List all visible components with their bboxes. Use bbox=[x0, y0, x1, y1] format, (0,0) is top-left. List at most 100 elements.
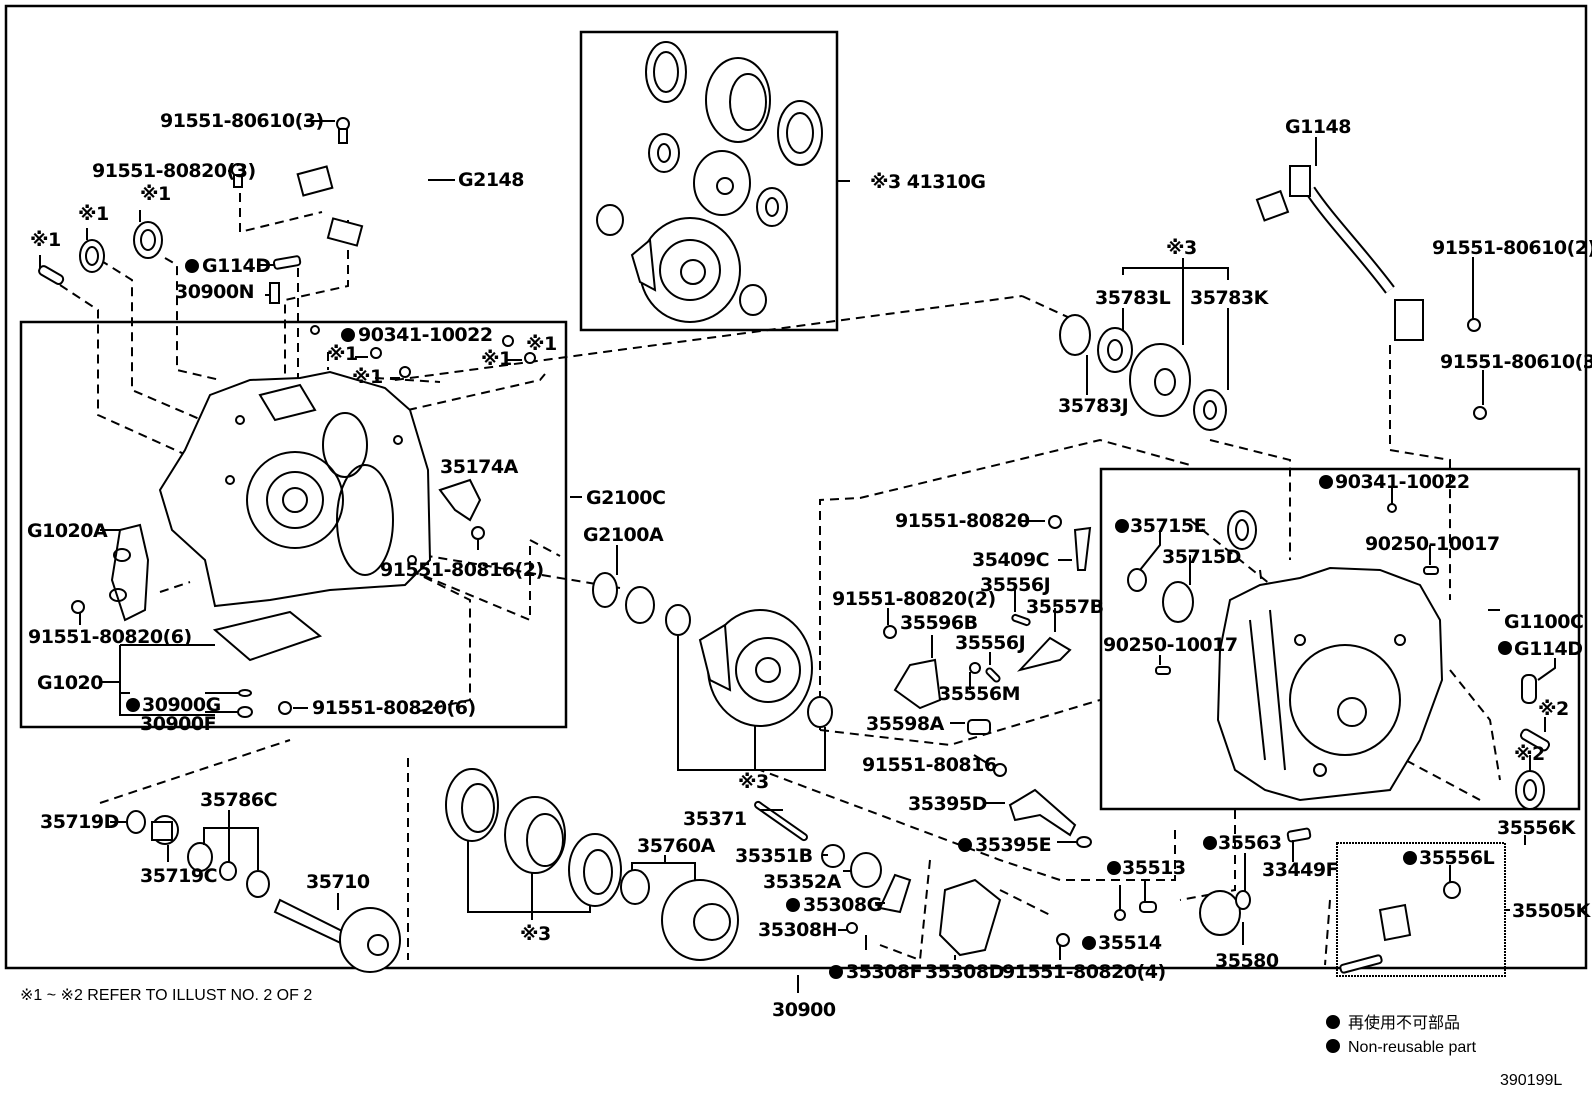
label-35395e: 35395E bbox=[975, 834, 1051, 856]
plug-icon bbox=[1155, 666, 1171, 675]
bracket-35174a-icon bbox=[438, 478, 482, 522]
ring-gear-bearing-icon bbox=[705, 57, 771, 143]
label-35715e: 35715E bbox=[1130, 515, 1206, 537]
label-35174a: 35174A bbox=[440, 456, 519, 478]
bolt-icon bbox=[231, 163, 245, 188]
label-35308g: 35308G bbox=[803, 894, 882, 916]
transaxle-case-icon bbox=[1216, 566, 1444, 802]
label-91551-80820-6-b: 91551-80820(6) bbox=[312, 697, 476, 719]
pin-icon bbox=[985, 667, 1001, 683]
label-90341-10022-left: 90341-10022 bbox=[358, 324, 493, 346]
bolt-icon bbox=[883, 625, 897, 639]
label-35760a: 35760A bbox=[637, 835, 716, 857]
label-35710: 35710 bbox=[306, 871, 370, 893]
outer-frame bbox=[4, 4, 1588, 970]
fork-icon bbox=[1016, 636, 1072, 672]
shim-ring-icon bbox=[592, 572, 618, 608]
bearing-icon bbox=[807, 696, 833, 728]
label-33449f: 33449F bbox=[1262, 859, 1338, 881]
small-plug-icon bbox=[1387, 503, 1397, 513]
label-g2100a: G2100A bbox=[583, 524, 664, 546]
differential-case-icon bbox=[698, 609, 813, 727]
label-g1020: G1020 bbox=[37, 672, 103, 694]
label-35563: 35563 bbox=[1218, 832, 1282, 854]
label-90250-10017-top: 90250-10017 bbox=[1365, 533, 1500, 555]
ring-gear-bearing-icon bbox=[504, 796, 566, 874]
label-91551-80610-3-top: 91551-80610(3) bbox=[160, 110, 324, 132]
side-gear-icon bbox=[850, 852, 882, 888]
oil-seal-icon bbox=[1227, 510, 1257, 550]
label-90250-10017-left: 90250-10017 bbox=[1103, 634, 1238, 656]
parking-lock-bracket-icon bbox=[938, 878, 1002, 957]
bearing-icon bbox=[1097, 327, 1133, 373]
label-ref1: ※1 bbox=[30, 229, 61, 251]
oil-seal-icon bbox=[79, 239, 105, 273]
label-91551-80816-2: 91551-80816(2) bbox=[380, 559, 544, 581]
label-35556l: 35556L bbox=[1419, 847, 1495, 869]
washer-icon bbox=[246, 870, 270, 898]
output-shaft-icon bbox=[273, 898, 401, 973]
small-plug-icon bbox=[370, 347, 382, 359]
bearing-icon bbox=[739, 284, 767, 316]
label-ref2: ※2 bbox=[1538, 698, 1569, 720]
oil-strainer-icon bbox=[1339, 881, 1461, 974]
label-35556j-b: 35556J bbox=[955, 632, 1025, 654]
label-35715d: 35715D bbox=[1162, 546, 1241, 568]
small-plug-icon bbox=[524, 352, 536, 364]
bolt-icon bbox=[1473, 406, 1487, 420]
label-91551-80820-3: 91551-80820(3) bbox=[92, 160, 256, 182]
cover-plate-icon bbox=[212, 610, 323, 662]
label-35514: 35514 bbox=[1098, 932, 1162, 954]
bearing-icon bbox=[596, 204, 624, 236]
wire-harness-icon bbox=[296, 150, 436, 259]
bolt-icon bbox=[278, 701, 292, 715]
label-35308h: 35308H bbox=[758, 919, 837, 941]
label-91551-80820: 91551-80820 bbox=[895, 510, 1030, 532]
spring-icon bbox=[969, 662, 981, 674]
label-g1100c: G1100C bbox=[1504, 611, 1583, 633]
bearing-race-icon bbox=[625, 586, 655, 624]
snap-ring-icon bbox=[878, 873, 912, 914]
label-g114d-right: G114D bbox=[1514, 638, 1583, 660]
oil-seal-icon bbox=[1515, 770, 1545, 810]
label-35556j-a: 35556J bbox=[980, 574, 1050, 596]
o-ring-icon bbox=[1235, 890, 1251, 910]
label-35308d: 35308D bbox=[925, 961, 1004, 983]
label-35513: 35513 bbox=[1122, 857, 1186, 879]
footnote-reference: ※1 ~ ※2 REFER TO ILLUST NO. 2 OF 2 bbox=[20, 987, 312, 1004]
non-reusable-dot-icon bbox=[1326, 1039, 1340, 1053]
o-ring-icon bbox=[126, 810, 146, 834]
plug-icon bbox=[1114, 909, 1126, 921]
label-35786c: 35786C bbox=[200, 789, 277, 811]
label-35556m: 35556M bbox=[938, 683, 1020, 705]
bearing-icon bbox=[1193, 389, 1227, 431]
gasket-icon bbox=[1521, 674, 1537, 704]
label-35556k: 35556K bbox=[1497, 817, 1577, 839]
bolt-icon bbox=[336, 117, 350, 144]
wire-harness-icon bbox=[1255, 165, 1424, 341]
label-91551-80820-2: 91551-80820(2) bbox=[832, 588, 996, 610]
label-g114d-left: G114D bbox=[202, 255, 271, 277]
label-ref1: ※1 bbox=[327, 343, 358, 365]
plug-icon bbox=[1423, 566, 1439, 575]
lever-icon bbox=[1073, 526, 1092, 571]
bearing-race-icon bbox=[445, 768, 499, 842]
bolt-icon bbox=[471, 526, 485, 540]
label-35505k: 35505K bbox=[1512, 900, 1592, 922]
sleeve-icon bbox=[1162, 581, 1194, 623]
washer-icon bbox=[187, 842, 213, 872]
differential-case-icon bbox=[630, 217, 741, 323]
legend-item-english: Non-reusable part bbox=[1348, 1039, 1477, 1056]
label-35783k: 35783K bbox=[1190, 287, 1270, 309]
gasket-icon bbox=[1286, 827, 1312, 843]
oil-seal-icon bbox=[133, 221, 163, 259]
seal-icon bbox=[620, 869, 650, 905]
shim-ring-icon bbox=[1059, 314, 1091, 356]
needle-bearing-icon bbox=[151, 815, 179, 845]
bolt-icon bbox=[846, 922, 858, 934]
label-ref3: ※3 bbox=[1166, 237, 1197, 259]
bolt-icon bbox=[1467, 318, 1481, 332]
label-ref3: ※3 bbox=[520, 923, 551, 945]
